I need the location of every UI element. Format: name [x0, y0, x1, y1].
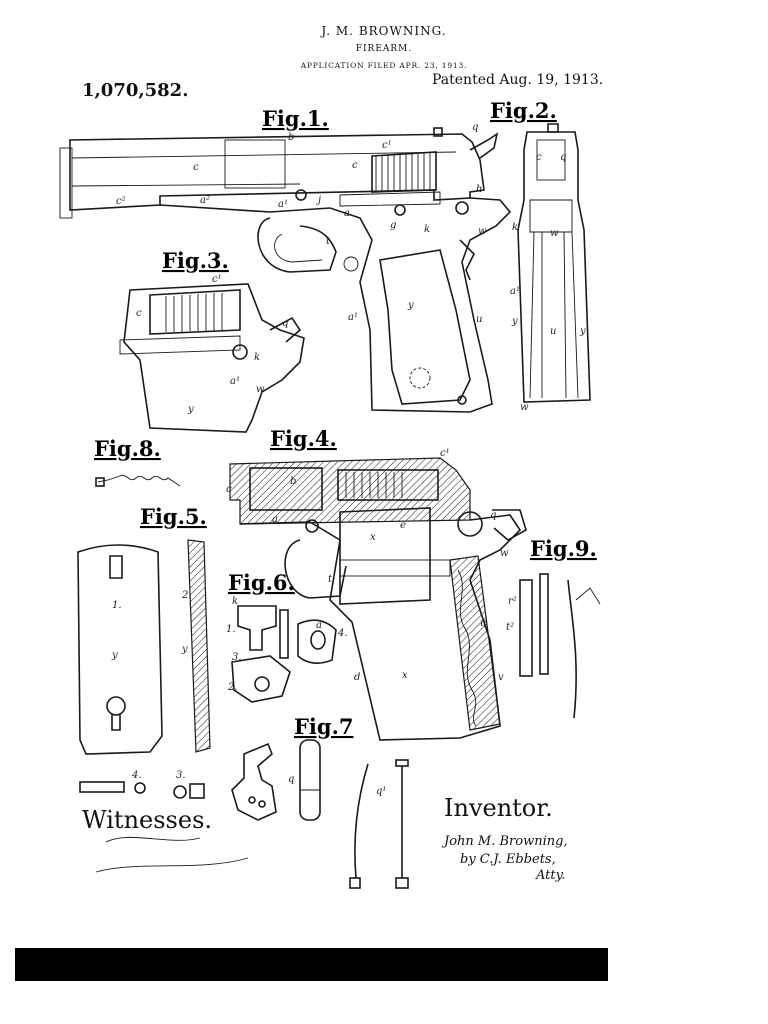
ref-k: k: [512, 222, 518, 233]
witnesses-label: Witnesses.: [82, 806, 213, 834]
ref-a1: a¹: [278, 199, 288, 210]
patent-number: 1,070,582.: [82, 80, 189, 101]
ref-w: w: [478, 226, 487, 237]
ref-a: a: [344, 208, 350, 219]
ref-w: w: [500, 548, 509, 559]
ref-t2: t²: [506, 622, 514, 633]
ref-x: x: [402, 670, 408, 681]
ref-4: 4.: [337, 628, 348, 639]
ref-u: u: [476, 314, 482, 325]
fig-8-label: Fig.8.: [94, 436, 161, 461]
ref-v: v: [498, 672, 504, 683]
ref-2: 2.: [181, 590, 192, 601]
figure-2-rear-view: c q k w a¹ y u y w: [510, 123, 591, 413]
fig-6-label: Fig.6.: [228, 570, 295, 595]
ref-h: h: [476, 184, 482, 195]
attorney-title: Atty.: [536, 868, 566, 883]
ref-y: y: [181, 644, 188, 655]
figure-3-partial-view: c¹ c q k a¹ w y: [119, 274, 305, 433]
ref-e: e: [400, 520, 406, 531]
ref-u: u: [480, 618, 486, 629]
ref-a1: a¹: [348, 312, 358, 323]
ref-c: c: [226, 484, 232, 495]
figure-4-sectional-view: c¹ b c a x e q t d x u v w: [226, 448, 527, 741]
ref-q: q: [282, 318, 288, 329]
application-date: APPLICATION FILED APR. 23, 1913.: [300, 61, 468, 70]
ref-q1: q¹: [376, 786, 386, 797]
ref-c1: c¹: [382, 140, 392, 151]
ref-y: y: [407, 300, 414, 311]
ref-b: b: [290, 476, 296, 487]
figure-9-springs: r² t²: [506, 573, 601, 719]
ref-u: u: [550, 326, 556, 337]
ref-c: c: [193, 162, 199, 173]
ref-c: c: [136, 308, 142, 319]
fig-5-label: Fig.5.: [140, 504, 207, 529]
figure-7-parts: q q¹: [231, 739, 409, 889]
ref-q: q: [288, 774, 294, 785]
fig-2-label: Fig.2.: [490, 98, 557, 123]
inventor-name: J. M. BROWNING.: [321, 24, 447, 38]
figure-1-pistol-side-view: b c c c¹ c² a² a¹ j a g t y a¹ u w q k h: [59, 122, 512, 413]
ref-3: 3.: [232, 652, 242, 663]
ref-q: q: [490, 510, 496, 521]
ref-q: q: [560, 152, 566, 163]
figure-5-grip-plate: 1. y 2. y 4. 3.: [77, 539, 211, 799]
ref-k: k: [424, 224, 430, 235]
inventor-signature: John M. Browning,: [444, 834, 568, 849]
ref-t: t: [326, 236, 331, 247]
ref-k: k: [232, 596, 238, 607]
ref-a: a: [272, 514, 278, 525]
ref-a1: a¹: [230, 376, 240, 387]
fig-3-label: Fig.3.: [162, 248, 229, 273]
figure-8-spring: [95, 474, 181, 487]
ref-y: y: [111, 650, 118, 661]
witness-signature-1-stroke: [105, 836, 201, 843]
ref-y: y: [579, 326, 586, 337]
attorney-signature: by C.J. Ebbets,: [460, 852, 556, 867]
ref-1: 1.: [226, 624, 236, 635]
fig-9-label: Fig.9.: [530, 536, 597, 561]
ref-d: d: [354, 672, 360, 683]
ref-w: w: [256, 384, 265, 395]
ref-a2: a²: [200, 195, 210, 206]
inventor-label: Inventor.: [444, 794, 553, 822]
ref-y: y: [511, 316, 518, 327]
fig-7-label: Fig.7: [294, 714, 354, 739]
ref-4: 4.: [131, 770, 142, 781]
ref-a: a: [316, 620, 322, 631]
figure-6-small-parts: k 1. a 4. 3. 2.: [226, 596, 348, 703]
ref-3: 3.: [176, 770, 186, 781]
ref-k: k: [254, 352, 260, 363]
ref-c: c: [536, 152, 542, 163]
ref-2: 2.: [227, 682, 238, 693]
fig-4-label: Fig.4.: [270, 426, 337, 451]
ref-y: y: [187, 404, 194, 415]
ref-c1: c¹: [212, 274, 222, 285]
patented-date: Patented Aug. 19, 1913.: [432, 72, 604, 88]
ref-w: w: [520, 402, 529, 413]
ref-1: 1.: [112, 600, 122, 611]
ref-c1: c¹: [440, 448, 450, 459]
scan-bottom-bar: [15, 948, 608, 981]
ref-c2: c²: [116, 196, 126, 207]
fig-1-label: Fig.1.: [262, 106, 329, 131]
document-title: FIREARM.: [355, 44, 413, 54]
ref-x: x: [370, 532, 376, 543]
ref-b: b: [288, 132, 294, 143]
witness-signature-2-stroke: [95, 857, 249, 873]
ref-w: w: [550, 228, 559, 239]
ref-j: j: [316, 195, 321, 206]
ref-a1: a¹: [510, 286, 520, 297]
ref-g: g: [390, 220, 396, 231]
ref-q: q: [472, 122, 478, 133]
ref-c: c: [352, 160, 358, 171]
ref-r2: r²: [508, 596, 517, 607]
ref-t: t: [328, 574, 333, 585]
